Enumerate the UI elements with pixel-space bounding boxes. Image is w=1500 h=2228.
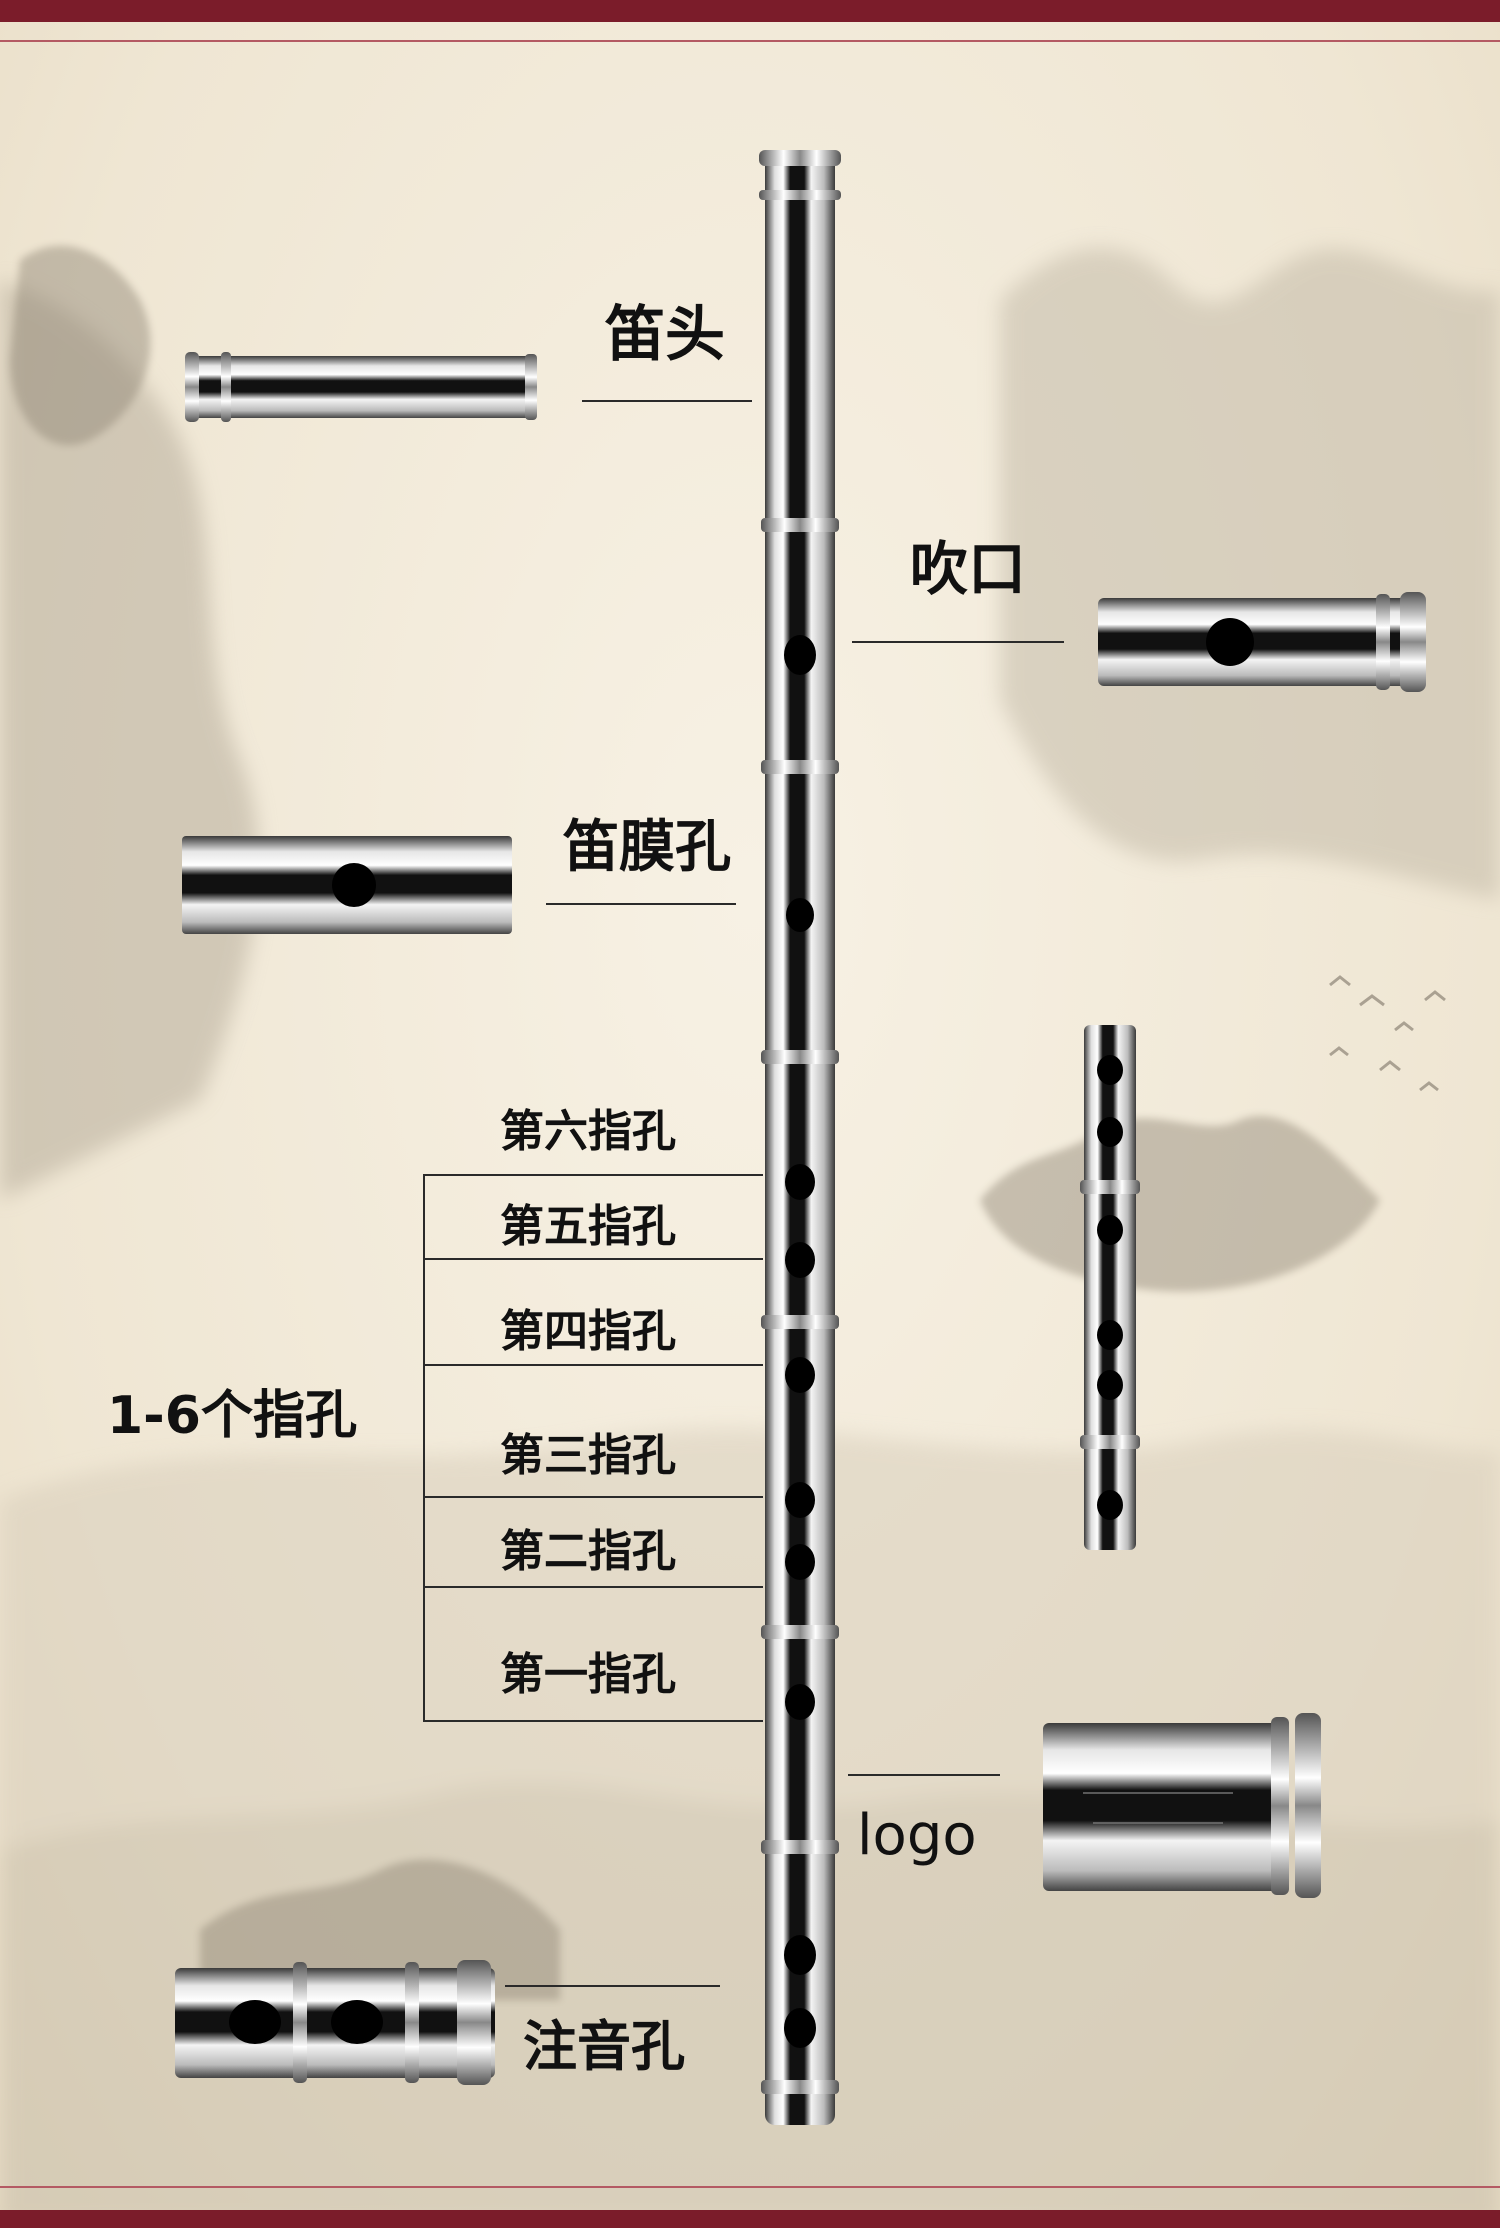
leader-line-hole6 [423,1174,763,1176]
bottom-frame-bar [0,2210,1500,2228]
top-frame-line [0,40,1500,42]
bracket-vertical-line [423,1174,425,1722]
main-flute-image [755,150,855,2125]
leader-line-hole5 [423,1258,763,1260]
label-logo: logo [857,1808,977,1864]
label-hole1: 第一指孔 [500,1653,676,1697]
label-hole6: 第六指孔 [500,1110,676,1154]
leader-line-head [582,400,752,402]
embouchure-detail-image [1098,590,1428,695]
label-embouchure: 吹口 [910,540,1026,598]
leader-line-membrane-hole [546,903,736,905]
label-hole3: 第三指孔 [500,1434,676,1478]
bottom-frame-line [0,2186,1500,2188]
leader-line-hole1 [423,1720,763,1722]
leader-line-hole4 [423,1364,763,1366]
sound-holes-detail-image [175,1960,495,2085]
membrane-hole-detail-image [182,830,512,940]
leader-line-hole2 [423,1586,763,1588]
leader-line-sound-holes [505,1985,720,1987]
label-hole4: 第四指孔 [500,1310,676,1354]
leader-line-logo [848,1774,1000,1776]
top-frame-bar [0,0,1500,22]
finger-holes-detail-image [1078,1025,1143,1550]
label-hole2: 第二指孔 [500,1530,676,1574]
label-membrane-hole: 笛膜孔 [563,820,731,876]
leader-line-hole3 [423,1496,763,1498]
head-detail-image [185,350,540,425]
leader-line-embouchure [852,641,1064,643]
logo-detail-image [1043,1713,1323,1898]
label-finger-holes-group: 1-6个指孔 [107,1390,357,1442]
label-head: 笛头 [605,305,725,365]
label-hole5: 第五指孔 [500,1205,676,1249]
label-sound-holes: 注音孔 [523,2020,685,2074]
